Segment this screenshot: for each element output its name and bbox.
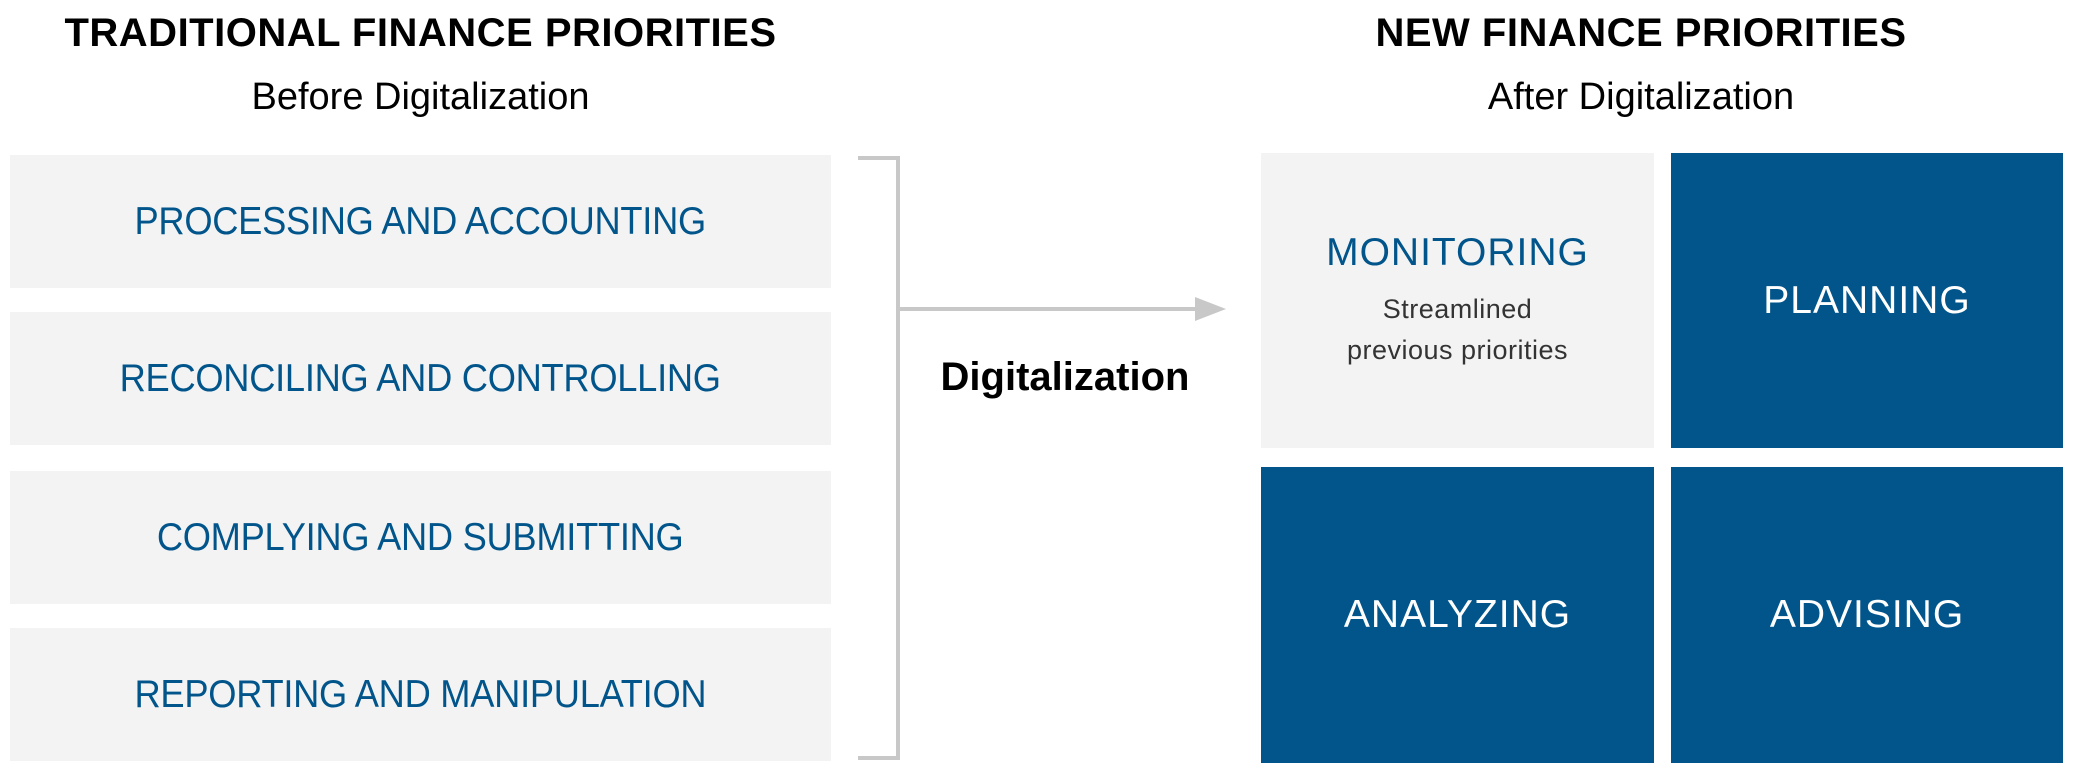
priority-description: Streamlined previous priorities bbox=[1347, 289, 1568, 371]
priority-label: ADVISING bbox=[1769, 593, 1965, 636]
description-line: previous priorities bbox=[1346, 334, 1569, 365]
traditional-priorities-subtitle: Before Digitalization bbox=[251, 76, 590, 118]
priority-box-analyzing: ANALYZING bbox=[1261, 467, 1654, 763]
priority-label: REPORTING AND MANIPULATION bbox=[134, 672, 707, 716]
priority-box-processing: PROCESSING AND ACCOUNTING bbox=[10, 155, 831, 288]
description-line: Streamlined bbox=[1382, 293, 1533, 324]
priority-label: PROCESSING AND ACCOUNTING bbox=[134, 199, 707, 243]
priority-label: ANALYZING bbox=[1343, 593, 1572, 636]
priority-label: RECONCILING AND CONTROLLING bbox=[119, 356, 722, 400]
priority-box-advising: ADVISING bbox=[1671, 467, 2063, 763]
new-priorities-subtitle: After Digitalization bbox=[1487, 76, 1795, 118]
new-priorities-title: NEW FINANCE PRIORITIES bbox=[1375, 11, 1907, 55]
bracket-top bbox=[858, 156, 900, 160]
priority-label: PLANNING bbox=[1763, 278, 1971, 322]
priority-box-planning: PLANNING bbox=[1671, 153, 2063, 448]
priority-label: COMPLYING AND SUBMITTING bbox=[157, 515, 684, 559]
priority-box-reporting: REPORTING AND MANIPULATION bbox=[10, 628, 831, 761]
priority-box-reconciling: RECONCILING AND CONTROLLING bbox=[10, 312, 831, 445]
bracket-vertical bbox=[896, 156, 900, 760]
bracket-bottom bbox=[858, 756, 900, 760]
arrow-head-icon bbox=[1195, 297, 1226, 321]
traditional-priorities-title: TRADITIONAL FINANCE PRIORITIES bbox=[64, 11, 777, 55]
arrow-shaft bbox=[898, 307, 1198, 311]
digitalization-label: Digitalization bbox=[940, 355, 1190, 399]
priority-box-complying: COMPLYING AND SUBMITTING bbox=[10, 471, 831, 604]
priority-box-monitoring: MONITORING Streamlined previous prioriti… bbox=[1261, 153, 1654, 448]
priority-label: MONITORING bbox=[1326, 230, 1589, 274]
